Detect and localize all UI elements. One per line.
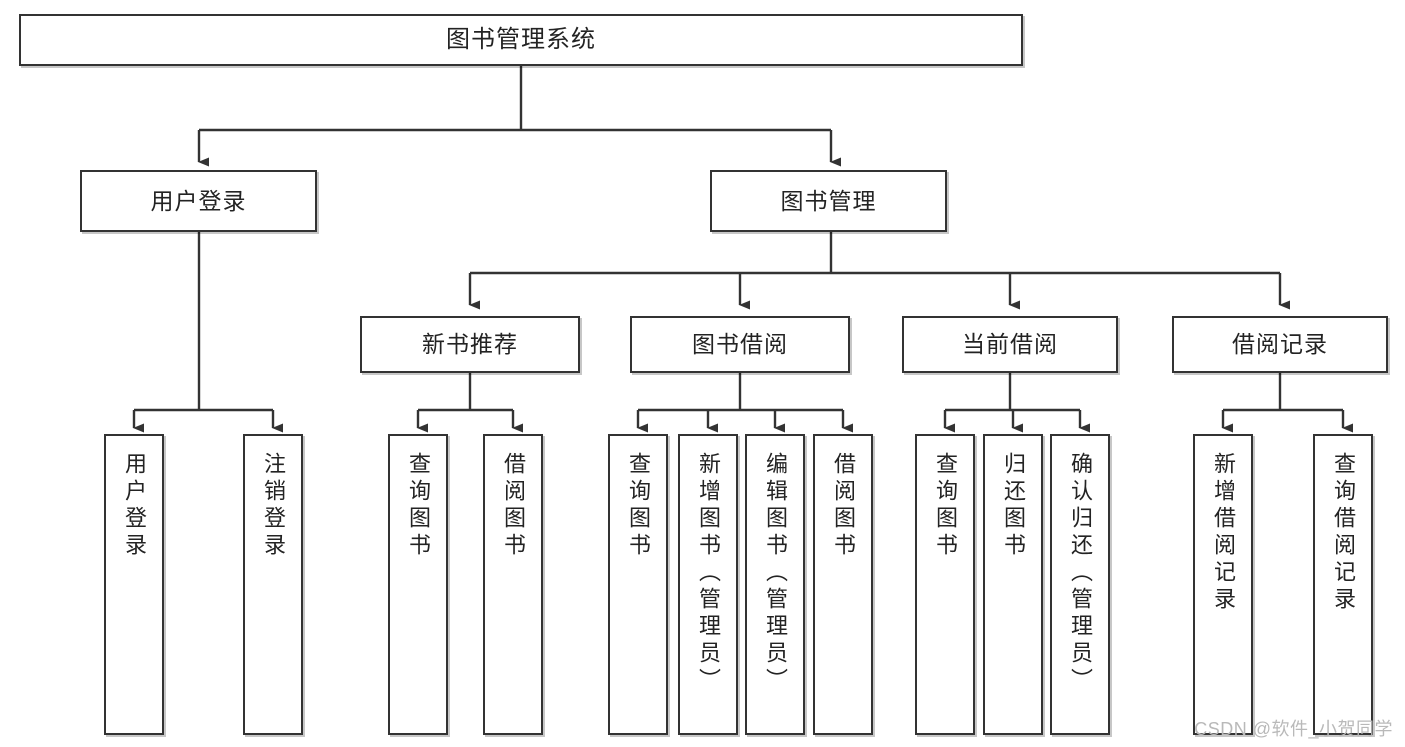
- leaf-new-book-rec-0[interactable]: 查询图书: [388, 434, 448, 735]
- node-label: 当前借阅: [962, 331, 1058, 358]
- leaf-borrow-record-1[interactable]: 查询借阅记录: [1313, 434, 1373, 735]
- node-label: 图书管理系统: [446, 26, 596, 54]
- leaf-label: 借阅图书: [501, 452, 526, 560]
- leaf-label: 确认归还（管理员）: [1068, 452, 1093, 695]
- leaf-current-borrow-0[interactable]: 查询图书: [915, 434, 975, 735]
- leaf-book-borrow-1[interactable]: 新增图书（管理员）: [678, 434, 738, 735]
- leaf-label: 查询图书: [933, 452, 958, 560]
- leaf-book-borrow-3[interactable]: 借阅图书: [813, 434, 873, 735]
- node-label: 新书推荐: [422, 331, 518, 358]
- leaf-book-borrow-2[interactable]: 编辑图书（管理员）: [745, 434, 805, 735]
- node-user-login[interactable]: 用户登录: [80, 170, 317, 232]
- leaf-borrow-record-0[interactable]: 新增借阅记录: [1193, 434, 1253, 735]
- node-root-system[interactable]: 图书管理系统: [19, 14, 1023, 66]
- node-label: 借阅记录: [1232, 331, 1328, 358]
- leaf-label: 注销登录: [261, 452, 286, 560]
- leaf-label: 新增借阅记录: [1211, 452, 1236, 614]
- node-label: 图书管理: [780, 187, 877, 214]
- leaf-user-login-1[interactable]: 注销登录: [243, 434, 303, 735]
- leaf-label: 归还图书: [1001, 452, 1026, 560]
- leaf-label: 编辑图书（管理员）: [763, 452, 788, 695]
- leaf-new-book-rec-1[interactable]: 借阅图书: [483, 434, 543, 735]
- leaf-label: 查询图书: [406, 452, 431, 560]
- leaf-label: 查询图书: [626, 452, 651, 560]
- node-book-management[interactable]: 图书管理: [710, 170, 947, 232]
- node-label: 图书借阅: [692, 331, 788, 358]
- leaf-label: 新增图书（管理员）: [696, 452, 721, 695]
- node-current-borrow[interactable]: 当前借阅: [902, 316, 1118, 373]
- leaf-current-borrow-1[interactable]: 归还图书: [983, 434, 1043, 735]
- leaf-current-borrow-2[interactable]: 确认归还（管理员）: [1050, 434, 1110, 735]
- node-new-book-recommend[interactable]: 新书推荐: [360, 316, 580, 373]
- leaf-label: 用户登录: [122, 452, 147, 560]
- node-borrow-record[interactable]: 借阅记录: [1172, 316, 1388, 373]
- leaf-user-login-0[interactable]: 用户登录: [104, 434, 164, 735]
- node-book-borrow[interactable]: 图书借阅: [630, 316, 850, 373]
- leaf-book-borrow-0[interactable]: 查询图书: [608, 434, 668, 735]
- node-label: 用户登录: [150, 187, 247, 214]
- leaf-label: 查询借阅记录: [1331, 452, 1356, 614]
- leaf-label: 借阅图书: [831, 452, 856, 560]
